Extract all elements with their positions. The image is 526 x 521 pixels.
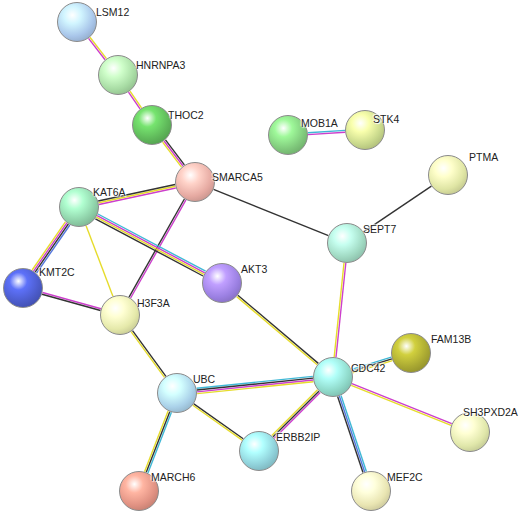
protein-node: MARCH6 — [119, 471, 159, 511]
protein-node: SEPT7 — [327, 223, 367, 263]
protein-label: SEPT7 — [363, 223, 396, 235]
protein-node: PTMA — [428, 155, 468, 195]
evidence-strand — [145, 411, 169, 472]
evidence-strand — [193, 405, 242, 440]
protein-label: MARCH6 — [151, 471, 195, 483]
evidence-strand — [90, 37, 107, 58]
protein-node: LSM12 — [57, 2, 97, 42]
evidence-strand — [272, 390, 318, 436]
evidence-strand — [133, 331, 166, 377]
evidence-strand — [130, 91, 142, 108]
interaction-edge — [193, 404, 243, 440]
evidence-strand — [273, 391, 319, 437]
evidence-strand — [336, 263, 346, 357]
protein-node: FAM13B — [391, 333, 431, 373]
evidence-strand — [352, 384, 452, 424]
evidence-strand — [96, 217, 204, 274]
evidence-strand — [43, 292, 101, 308]
protein-node: ERBB2IP — [239, 431, 279, 471]
protein-label: LSM12 — [96, 6, 129, 18]
interaction-edge — [89, 37, 107, 59]
evidence-strand — [129, 92, 141, 109]
protein-node: SMARCA5 — [175, 162, 215, 202]
protein-label: SH3PXD2A — [463, 406, 518, 418]
protein-label: KMT2C — [39, 266, 75, 278]
interaction-edge — [131, 331, 166, 378]
protein-label: STK4 — [373, 113, 399, 125]
interaction-edge — [42, 292, 101, 310]
protein-label: CDC42 — [351, 362, 385, 374]
interaction-edge — [237, 295, 319, 365]
evidence-strand — [334, 263, 344, 357]
protein-label: ERBB2IP — [276, 431, 320, 443]
protein-node: STK4 — [345, 110, 385, 150]
interaction-edge — [272, 390, 320, 438]
evidence-strand — [163, 142, 182, 167]
evidence-strand — [35, 224, 68, 272]
protein-node: MEF2C — [351, 471, 391, 511]
evidence-strand — [32, 222, 65, 270]
protein-label: MEF2C — [387, 471, 423, 483]
interaction-edge — [351, 384, 452, 426]
evidence-strand — [86, 226, 113, 297]
protein-label: UBC — [193, 373, 215, 385]
interaction-edge — [32, 222, 70, 273]
evidence-strand — [89, 38, 106, 59]
protein-label: H3F3A — [137, 297, 170, 309]
evidence-strand — [238, 295, 318, 363]
evidence-strand — [341, 395, 366, 471]
evidence-strand — [131, 332, 164, 378]
evidence-strand — [338, 397, 363, 473]
interaction-edge — [145, 411, 172, 473]
protein-label: PTMA — [469, 151, 498, 163]
interaction-edge — [334, 263, 346, 357]
interaction-edge — [129, 91, 142, 109]
interaction-edge — [308, 130, 345, 134]
evidence-strand — [164, 141, 183, 166]
protein-label: THOC2 — [168, 109, 204, 121]
protein-label: AKT3 — [241, 263, 267, 275]
evidence-strand — [214, 189, 329, 235]
interaction-edge — [338, 395, 367, 472]
evidence-strand — [339, 396, 364, 472]
evidence-strand — [237, 297, 317, 365]
evidence-strand — [97, 216, 205, 273]
protein-label: KAT6A — [93, 186, 125, 198]
evidence-strand — [165, 140, 184, 165]
protein-node: SH3PXD2A — [450, 412, 490, 452]
protein-node: MOB1A — [268, 115, 308, 155]
interaction-edge — [163, 140, 185, 167]
protein-label: HNRNPA3 — [136, 59, 185, 71]
protein-node: THOC2 — [132, 105, 172, 145]
protein-label: FAM13B — [431, 333, 471, 345]
evidence-strand — [146, 412, 170, 473]
protein-node: HNRNPA3 — [98, 55, 138, 95]
protein-label: SMARCA5 — [212, 171, 263, 183]
evidence-strand — [98, 214, 206, 271]
evidence-strand — [194, 404, 243, 439]
protein-node: KMT2C — [3, 268, 43, 308]
interaction-edge — [95, 214, 205, 276]
evidence-strand — [37, 225, 70, 273]
interaction-edge — [86, 226, 113, 297]
evidence-strand — [42, 294, 100, 310]
protein-node: KAT6A — [59, 187, 99, 227]
evidence-strand — [131, 200, 186, 298]
protein-node: CDC42 — [313, 357, 353, 397]
evidence-strand — [148, 412, 172, 473]
evidence-strand — [308, 132, 345, 134]
interaction-edge — [129, 199, 186, 298]
protein-label: MOB1A — [301, 117, 338, 129]
protein-node: AKT3 — [202, 263, 242, 303]
protein-node: H3F3A — [100, 295, 140, 335]
interaction-edge — [214, 189, 329, 235]
protein-node: UBC — [157, 373, 197, 413]
evidence-strand — [34, 223, 67, 271]
evidence-strand — [95, 219, 203, 276]
evidence-strand — [351, 385, 451, 425]
